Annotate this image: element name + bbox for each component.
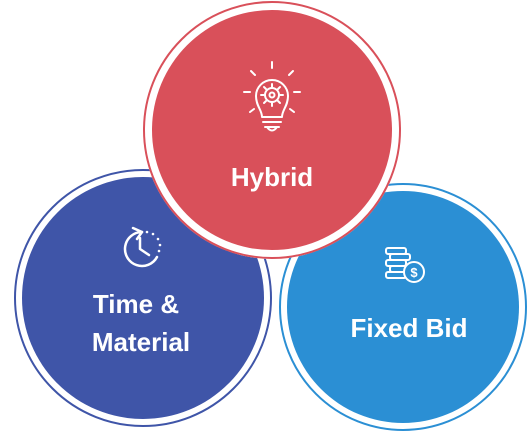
fixed-bid-circle [279, 183, 527, 431]
time-material-outer-ring [14, 169, 272, 427]
fixed-bid-label: Fixed Bid [350, 313, 467, 343]
lightbulb-gear-icon [243, 61, 301, 132]
coins-dollar-icon: $ [385, 247, 425, 283]
time-material-label-line2: Material [92, 327, 190, 357]
dollar-sign-glyph: $ [410, 265, 418, 280]
clock-icon [123, 226, 162, 268]
fixed-bid-outer-ring [279, 183, 527, 431]
hybrid-outer-ring [143, 1, 401, 259]
fixed-bid-disc [287, 191, 519, 423]
time-material-label-line1: Time & [93, 289, 179, 319]
hybrid-label: Hybrid [231, 162, 313, 192]
